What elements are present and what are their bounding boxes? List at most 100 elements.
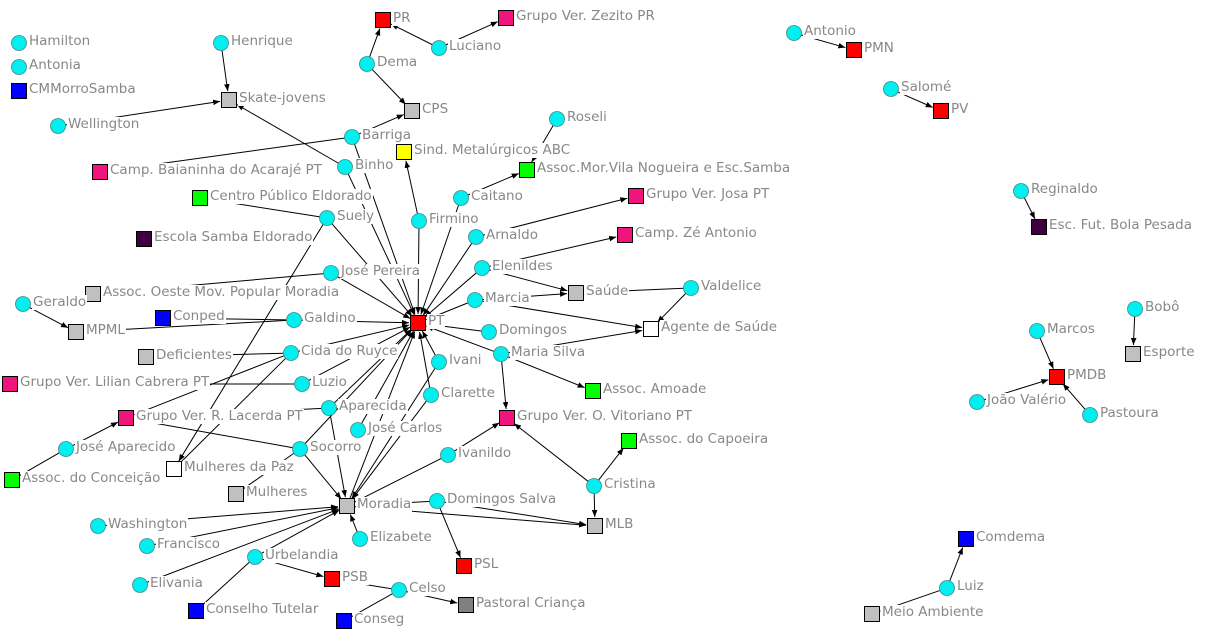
node-label-francisco: Francisco bbox=[156, 536, 222, 552]
node-lilian-organization[interactable] bbox=[2, 376, 18, 392]
node-sind-organization[interactable] bbox=[396, 144, 412, 160]
node-centropub-organization[interactable] bbox=[192, 190, 208, 206]
node-capoeira-organization[interactable] bbox=[621, 433, 637, 449]
node-zezito-organization[interactable] bbox=[498, 10, 514, 26]
node-francisco-person[interactable] bbox=[139, 538, 155, 554]
node-galdino-person[interactable] bbox=[286, 312, 302, 328]
node-pastoura-person[interactable] bbox=[1082, 407, 1098, 423]
node-escsamba-organization[interactable] bbox=[136, 231, 152, 247]
node-joaovalerio-person[interactable] bbox=[969, 394, 985, 410]
edge-ivanildo-moradia bbox=[354, 457, 442, 503]
edge-arnaldo-pt bbox=[422, 242, 473, 316]
node-henrique-person[interactable] bbox=[213, 35, 229, 51]
node-mpml-organization[interactable] bbox=[68, 324, 84, 340]
node-arnaldo-person[interactable] bbox=[468, 229, 484, 245]
node-mulheres-organization[interactable] bbox=[228, 486, 244, 502]
node-barriga-person[interactable] bbox=[344, 129, 360, 145]
node-skate-organization[interactable] bbox=[221, 92, 237, 108]
node-celso-person[interactable] bbox=[391, 582, 407, 598]
node-luciano-person[interactable] bbox=[431, 40, 447, 56]
node-luzio-person[interactable] bbox=[294, 376, 310, 392]
node-pt-organization[interactable] bbox=[410, 315, 426, 331]
node-elivania-person[interactable] bbox=[132, 577, 148, 593]
node-aparecida-person[interactable] bbox=[321, 400, 337, 416]
node-cristina-person[interactable] bbox=[586, 478, 602, 494]
node-joseaparecido-person[interactable] bbox=[58, 441, 74, 457]
node-domingos-person[interactable] bbox=[481, 324, 497, 340]
node-socorro-person[interactable] bbox=[292, 441, 308, 457]
node-ivanildo-person[interactable] bbox=[440, 447, 456, 463]
node-luiz-person[interactable] bbox=[939, 580, 955, 596]
node-salome-person[interactable] bbox=[883, 81, 899, 97]
node-cps-organization[interactable] bbox=[404, 103, 420, 119]
edge-clarette-pt bbox=[418, 331, 431, 389]
node-lacerda-organization[interactable] bbox=[118, 410, 134, 426]
node-binho-person[interactable] bbox=[337, 159, 353, 175]
node-label-salome: Salomé bbox=[900, 79, 953, 95]
node-conceicao-organization[interactable] bbox=[4, 472, 20, 488]
node-label-baianinha: Camp. Baianinha do Acarajé PT bbox=[109, 162, 323, 178]
node-deficientes-organization[interactable] bbox=[138, 349, 154, 365]
node-pastoral-organization[interactable] bbox=[458, 597, 474, 613]
node-assocoeste-organization[interactable] bbox=[85, 286, 101, 302]
node-marcia-person[interactable] bbox=[467, 292, 483, 308]
node-cmmorrosamba-organization[interactable] bbox=[11, 83, 27, 99]
node-bolapesada-organization[interactable] bbox=[1031, 219, 1047, 235]
edge-reginaldo-bolapesada bbox=[1023, 197, 1036, 220]
node-mulherespaz-organization[interactable] bbox=[166, 461, 182, 477]
node-psl-organization[interactable] bbox=[456, 558, 472, 574]
node-saude-organization[interactable] bbox=[568, 285, 584, 301]
node-marcos-person[interactable] bbox=[1029, 323, 1045, 339]
node-josa-organization[interactable] bbox=[628, 188, 644, 204]
node-cida-person[interactable] bbox=[283, 345, 299, 361]
node-hamilton-person[interactable] bbox=[11, 35, 27, 51]
node-ivani-person[interactable] bbox=[431, 354, 447, 370]
node-caitano-person[interactable] bbox=[453, 190, 469, 206]
edge-firmino-sind bbox=[404, 160, 419, 215]
node-domingossalva-person[interactable] bbox=[429, 493, 445, 509]
node-bobo-person[interactable] bbox=[1127, 301, 1143, 317]
node-dema-person[interactable] bbox=[359, 56, 375, 72]
node-urbelandia-person[interactable] bbox=[247, 549, 263, 565]
node-antonio-person[interactable] bbox=[786, 25, 802, 41]
node-reginaldo-person[interactable] bbox=[1013, 183, 1029, 199]
node-vilanog-organization[interactable] bbox=[519, 162, 535, 178]
node-label-mulherespaz: Mulheres da Paz bbox=[183, 459, 295, 475]
node-roseli-person[interactable] bbox=[549, 111, 565, 127]
node-valdelice-person[interactable] bbox=[683, 280, 699, 296]
edge-luiz-comdema bbox=[949, 547, 964, 582]
node-meioamb-organization[interactable] bbox=[864, 606, 880, 622]
node-pmdb-organization[interactable] bbox=[1049, 369, 1065, 385]
node-label-pmdb: PMDB bbox=[1066, 367, 1108, 383]
node-label-zeantonio: Camp. Zé Antonio bbox=[634, 225, 758, 241]
node-esporte-organization[interactable] bbox=[1125, 346, 1141, 362]
node-firmino-person[interactable] bbox=[411, 213, 427, 229]
node-amoade-organization[interactable] bbox=[585, 383, 601, 399]
node-vitoriano-organization[interactable] bbox=[499, 410, 515, 426]
node-josepereira-person[interactable] bbox=[323, 265, 339, 281]
node-pv-organization[interactable] bbox=[933, 103, 949, 119]
node-baianinha-organization[interactable] bbox=[92, 164, 108, 180]
node-zeantonio-organization[interactable] bbox=[617, 227, 633, 243]
node-conped-organization[interactable] bbox=[155, 310, 171, 326]
node-label-washington: Washington bbox=[107, 516, 189, 532]
node-mariasilva-person[interactable] bbox=[493, 346, 509, 362]
node-elizabete-person[interactable] bbox=[352, 531, 368, 547]
node-wellington-person[interactable] bbox=[50, 118, 66, 134]
node-pmn-organization[interactable] bbox=[846, 42, 862, 58]
node-moradia-organization[interactable] bbox=[339, 498, 355, 514]
node-josecarlos-person[interactable] bbox=[350, 422, 366, 438]
node-psb-organization[interactable] bbox=[324, 571, 340, 587]
node-washington-person[interactable] bbox=[90, 518, 106, 534]
node-conseg-organization[interactable] bbox=[336, 613, 352, 629]
node-agente-organization[interactable] bbox=[643, 321, 659, 337]
node-clarette-person[interactable] bbox=[423, 387, 439, 403]
node-mlb-organization[interactable] bbox=[587, 518, 603, 534]
node-pr-organization[interactable] bbox=[375, 12, 391, 28]
node-geraldo-person[interactable] bbox=[15, 296, 31, 312]
node-elenildes-person[interactable] bbox=[474, 260, 490, 276]
node-tutelar-organization[interactable] bbox=[188, 603, 204, 619]
node-suely-person[interactable] bbox=[319, 210, 335, 226]
node-antonia-person[interactable] bbox=[11, 59, 27, 75]
node-comdema-organization[interactable] bbox=[958, 531, 974, 547]
